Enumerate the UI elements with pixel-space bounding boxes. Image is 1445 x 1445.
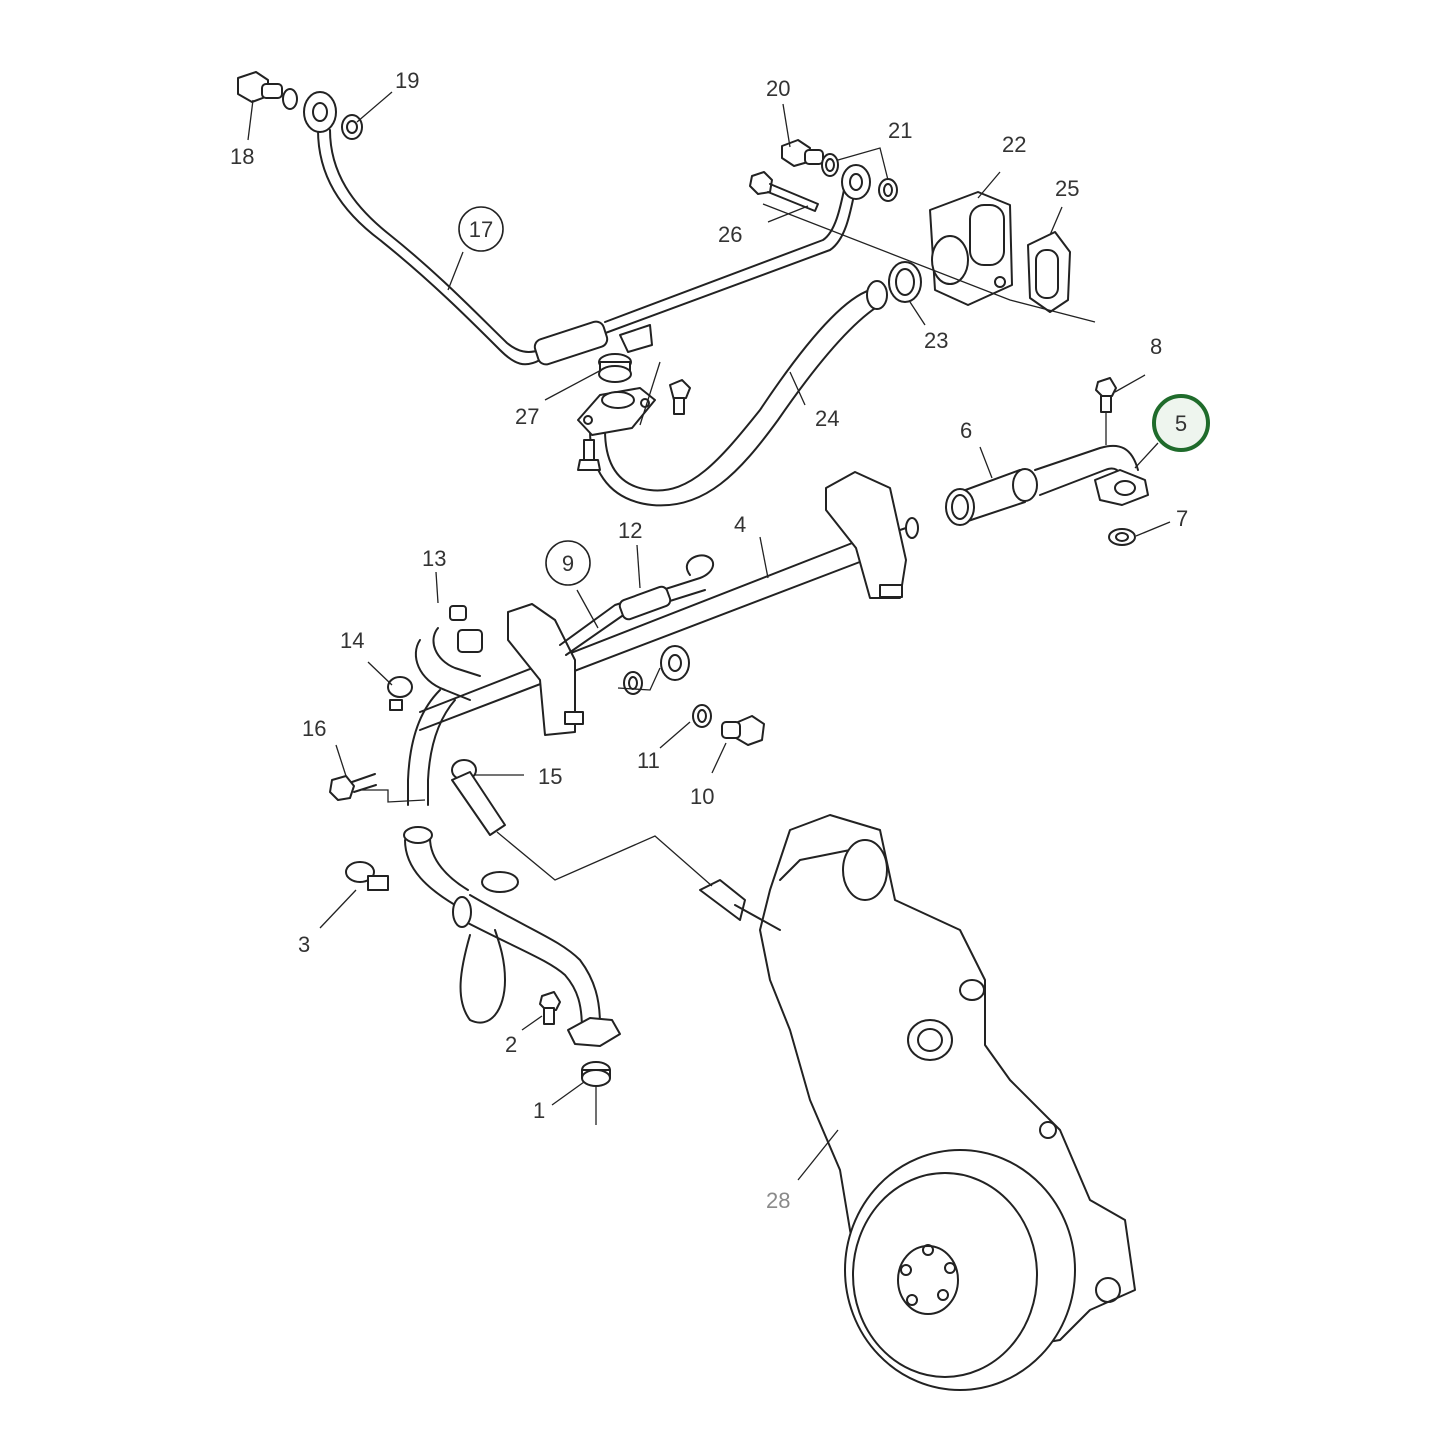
left-pipe-assembly[interactable] — [407, 627, 483, 806]
bolt-27b[interactable] — [669, 379, 691, 415]
flange-27[interactable] — [577, 387, 656, 436]
callout-10[interactable]: 10 — [690, 784, 714, 809]
callout-27[interactable]: 27 — [515, 404, 539, 429]
hose-6[interactable] — [945, 468, 1038, 526]
callout-18[interactable]: 18 — [230, 144, 254, 169]
pipe-5[interactable] — [1034, 444, 1149, 506]
callout-3[interactable]: 3 — [298, 932, 310, 957]
callout-5-circle-highlighted[interactable]: 5 — [1152, 394, 1210, 452]
gasket-25[interactable] — [1027, 231, 1071, 313]
plug-10[interactable] — [721, 715, 765, 746]
lower-hose[interactable] — [403, 826, 601, 1031]
callout-24[interactable]: 24 — [815, 406, 839, 431]
callout-13[interactable]: 13 — [422, 546, 446, 571]
bracket-rail-left[interactable] — [507, 603, 584, 736]
clip-13[interactable] — [449, 605, 467, 621]
callout-5: 5 — [1175, 411, 1187, 436]
bolt-16[interactable] — [329, 773, 377, 801]
callout-14[interactable]: 14 — [340, 628, 364, 653]
seal-7[interactable] — [1108, 528, 1136, 546]
rail-4[interactable] — [419, 517, 919, 731]
callout-1[interactable]: 1 — [533, 1098, 545, 1123]
hose-clamp-lower[interactable] — [481, 871, 519, 893]
callout-21[interactable]: 21 — [888, 118, 912, 143]
pipe-17[interactable] — [303, 91, 871, 366]
hose-clamp-14[interactable] — [387, 676, 413, 711]
pipe-12[interactable] — [559, 554, 715, 656]
callout-17-circle[interactable]: 17 — [458, 206, 504, 252]
callout-labels: 1 2 3 4 6 7 8 10 11 12 13 14 15 16 18 19… — [230, 68, 1210, 1213]
hose-clamp-3[interactable] — [345, 861, 389, 891]
bolt-2[interactable] — [539, 991, 561, 1025]
seal-1[interactable] — [581, 1061, 611, 1125]
washer-11[interactable] — [692, 704, 712, 728]
banjo-rail[interactable] — [660, 645, 690, 681]
callout-16[interactable]: 16 — [302, 716, 326, 741]
callout-8[interactable]: 8 — [1150, 334, 1162, 359]
water-pump-28[interactable] — [699, 814, 1136, 1391]
callout-15[interactable]: 15 — [538, 764, 562, 789]
callout-17: 17 — [469, 217, 493, 242]
callout-2[interactable]: 2 — [505, 1032, 517, 1057]
pipe-24[interactable] — [589, 280, 888, 507]
fitting-15[interactable] — [451, 759, 506, 836]
leader-lines — [247, 91, 1171, 1181]
bolt-8[interactable] — [1095, 377, 1117, 445]
callout-23[interactable]: 23 — [924, 328, 948, 353]
flange-lower[interactable] — [567, 1017, 621, 1047]
bolt-27a[interactable] — [577, 439, 601, 471]
callout-11[interactable]: 11 — [637, 748, 660, 773]
washer-rail[interactable] — [623, 671, 643, 695]
washer-19[interactable] — [341, 114, 363, 140]
seal-ring-23[interactable] — [888, 261, 922, 303]
seal-27[interactable] — [598, 353, 632, 383]
thermostat-housing-22[interactable] — [929, 191, 1013, 306]
callout-12[interactable]: 12 — [618, 518, 642, 543]
bolt-26[interactable] — [749, 171, 819, 212]
callout-9-circle[interactable]: 9 — [545, 540, 591, 586]
banjo-bolt-18[interactable] — [237, 71, 298, 110]
callout-19[interactable]: 19 — [395, 68, 419, 93]
callout-9: 9 — [562, 551, 574, 576]
callout-4[interactable]: 4 — [734, 512, 746, 537]
callout-26[interactable]: 26 — [718, 222, 742, 247]
banjo-bolt-20[interactable] — [781, 139, 824, 167]
callout-25[interactable]: 25 — [1055, 176, 1079, 201]
callout-6[interactable]: 6 — [960, 418, 972, 443]
callout-22[interactable]: 22 — [1002, 132, 1026, 157]
bracket-rail-right[interactable] — [825, 471, 907, 599]
callout-20[interactable]: 20 — [766, 76, 790, 101]
callout-7[interactable]: 7 — [1176, 506, 1188, 531]
callout-28[interactable]: 28 — [766, 1188, 790, 1213]
